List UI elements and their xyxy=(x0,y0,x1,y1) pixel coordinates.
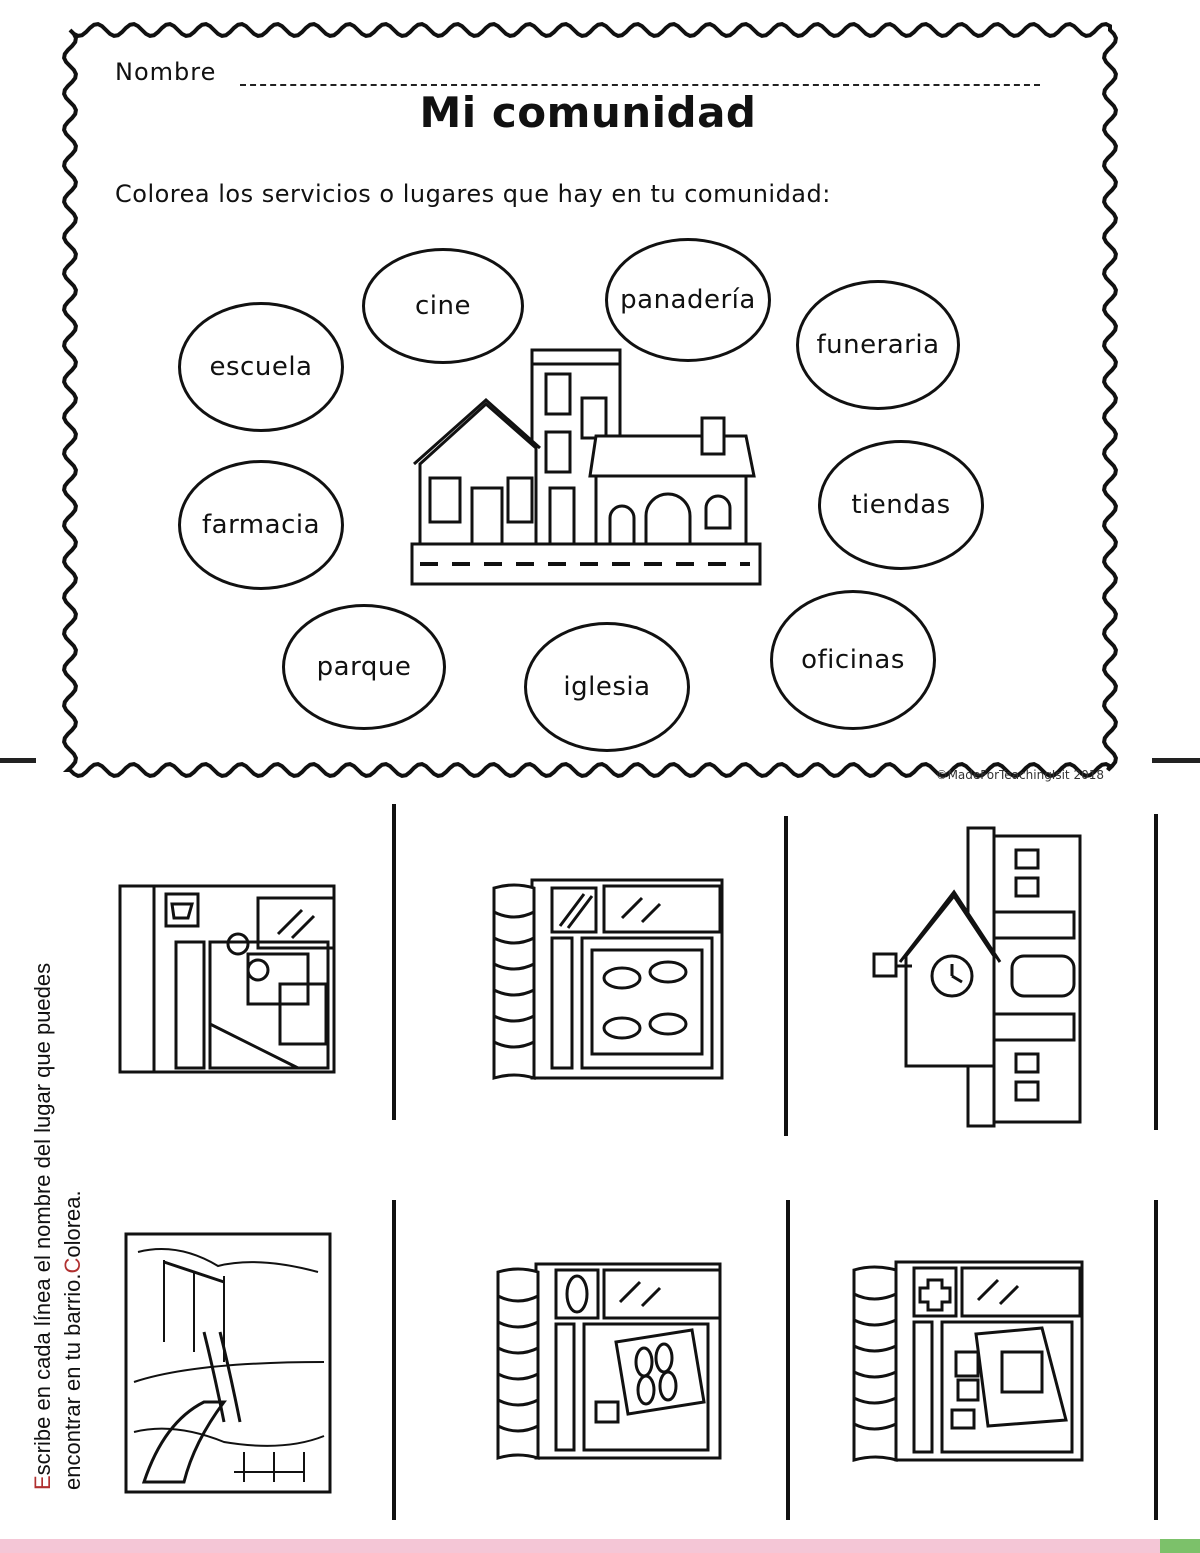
exercise-instruction: Escribe en cada línea el nombre del luga… xyxy=(30,962,85,1490)
answer-line[interactable] xyxy=(392,804,396,1120)
supermarket-icon xyxy=(118,884,336,1074)
bubble-escuela[interactable]: escuela xyxy=(178,302,344,432)
answer-line[interactable] xyxy=(1154,1200,1158,1520)
bubble-iglesia[interactable]: iglesia xyxy=(524,622,690,752)
house-illustration-icon xyxy=(410,348,762,586)
bubble-tiendas[interactable]: tiendas xyxy=(818,440,984,570)
pharmacy-icon xyxy=(852,1260,1084,1463)
separator-left xyxy=(0,758,36,763)
separator-right xyxy=(1152,758,1200,763)
wavy-frame xyxy=(62,22,1118,778)
bubble-panaderia[interactable]: panadería xyxy=(605,238,771,362)
bottom-bar xyxy=(0,1539,1160,1553)
name-line[interactable] xyxy=(240,84,1040,86)
name-label: Nombre xyxy=(115,58,217,86)
answer-line[interactable] xyxy=(1154,814,1158,1130)
answer-line[interactable] xyxy=(784,816,788,1136)
copyright-text: ©MadeForTeachingIsit 2018 xyxy=(935,768,1104,782)
answer-line[interactable] xyxy=(392,1200,396,1520)
bubble-oficinas[interactable]: oficinas xyxy=(770,590,936,730)
bubble-parque[interactable]: parque xyxy=(282,604,446,730)
instruction-text: Colorea los servicios o lugares que hay … xyxy=(115,180,831,208)
answer-line[interactable] xyxy=(786,1200,790,1520)
bakery-icon xyxy=(496,1262,722,1461)
page-title: Mi comunidad xyxy=(419,88,757,137)
bubble-farmacia[interactable]: farmacia xyxy=(178,460,344,590)
bubble-funeraria[interactable]: funeraria xyxy=(796,280,960,410)
cafe-icon xyxy=(492,878,724,1081)
bubble-cine[interactable]: cine xyxy=(362,248,524,364)
school-icon xyxy=(872,826,1082,1128)
playground-icon xyxy=(124,1232,332,1494)
bottom-bar-accent xyxy=(1160,1539,1200,1553)
